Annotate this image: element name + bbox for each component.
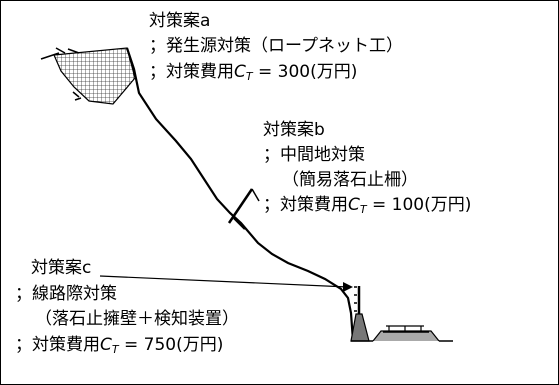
cost-subscript: T xyxy=(111,343,119,356)
cost-symbol: C xyxy=(348,195,360,215)
pointer-arrow xyxy=(99,275,349,288)
measure-a-title: 対策案a xyxy=(149,11,211,31)
cost-value: = 100(万円) xyxy=(372,195,472,215)
measure-c-detail: ；線路際対策 xyxy=(15,284,117,304)
measure-b-title: 対策案b xyxy=(263,120,325,140)
measure-c-title: 対策案c xyxy=(31,258,92,278)
detection-device xyxy=(354,286,361,314)
measure-b-cost: ；対策費用CT = 100(万円) xyxy=(263,194,471,221)
measure-a-cost: ；対策費用CT = 300(万円) xyxy=(149,61,357,88)
measure-b-detail: ；中間地対策 xyxy=(263,145,365,165)
rockfall-fence xyxy=(227,188,260,230)
cost-value: = 300(万円) xyxy=(258,62,358,82)
measure-a-detail: ；発生源対策（ロープネット工） xyxy=(149,36,403,56)
cost-prefix: ；対策費用 xyxy=(149,62,234,82)
cost-prefix: ；対策費用 xyxy=(15,335,100,355)
cost-symbol: C xyxy=(100,335,112,355)
cost-prefix: ；対策費用 xyxy=(263,195,348,215)
rope-net xyxy=(40,47,136,105)
slope-line xyxy=(125,47,355,342)
cost-subscript: T xyxy=(359,203,367,216)
measure-b-detail2: （簡易落石止柵） xyxy=(282,170,418,190)
measure-c-detail2: （落石止擁壁＋検知装置） xyxy=(35,309,239,329)
arrow-head xyxy=(343,282,353,292)
railway-track xyxy=(372,325,453,342)
cost-subscript: T xyxy=(245,70,253,83)
cost-symbol: C xyxy=(234,62,246,82)
retaining-wall xyxy=(350,313,373,342)
cost-value: = 750(万円) xyxy=(124,335,224,355)
measure-c-cost: ；対策費用CT = 750(万円) xyxy=(15,334,223,361)
